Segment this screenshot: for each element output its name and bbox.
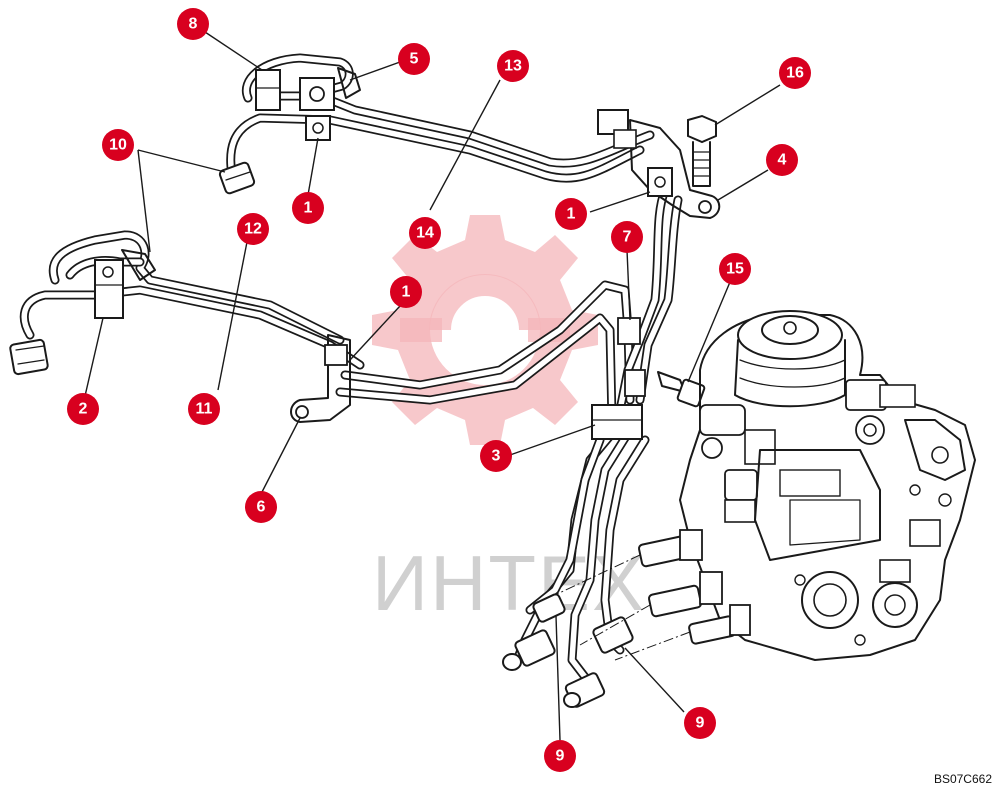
callout-leaders: [84, 29, 781, 741]
svg-text:1: 1: [567, 206, 576, 223]
watermark-text: ИНТЕХ: [372, 539, 646, 627]
bolt-15: [657, 371, 706, 408]
svg-text:2: 2: [79, 401, 88, 418]
svg-text:15: 15: [726, 261, 744, 278]
clamps-brackets: [94, 67, 721, 440]
callout-badge: 15: [719, 253, 751, 285]
callout-badge: 7: [611, 221, 643, 253]
svg-text:7: 7: [623, 229, 632, 246]
callout-badge: 10: [102, 129, 134, 161]
callout-badge: 11: [188, 393, 220, 425]
svg-text:16: 16: [786, 65, 804, 82]
callout-badge: 5: [398, 43, 430, 75]
callout-badge: 6: [245, 491, 277, 523]
svg-text:4: 4: [778, 152, 787, 169]
callout-badge: 1: [555, 198, 587, 230]
svg-text:6: 6: [257, 499, 266, 516]
callout-badge: 1: [292, 192, 324, 224]
svg-text:14: 14: [416, 225, 434, 242]
svg-text:13: 13: [504, 58, 522, 75]
callout-badge: 8: [177, 8, 209, 40]
svg-text:5: 5: [410, 51, 419, 68]
bolt-16: [687, 114, 717, 187]
svg-text:1: 1: [304, 200, 313, 217]
injection-pump: [554, 310, 976, 661]
svg-text:9: 9: [696, 715, 705, 732]
svg-text:1: 1: [402, 284, 411, 301]
callout-badge: 1: [390, 276, 422, 308]
document-code: BS07C662: [933, 772, 992, 786]
fuel-pipes: [9, 53, 683, 708]
callout-badge: 13: [497, 50, 529, 82]
svg-text:11: 11: [196, 401, 213, 418]
callout-badge: 14: [409, 217, 441, 249]
callout-badge: 4: [766, 144, 798, 176]
svg-text:10: 10: [109, 137, 127, 154]
callout-badge: 16: [779, 57, 811, 89]
callout-badge: 9: [684, 707, 716, 739]
callout-badge: 9: [544, 740, 576, 772]
callout-badge: 2: [67, 393, 99, 425]
callout-badge: 12: [237, 213, 269, 245]
svg-text:9: 9: [556, 748, 565, 765]
svg-text:8: 8: [189, 16, 198, 33]
svg-text:3: 3: [492, 448, 501, 465]
svg-text:12: 12: [244, 221, 262, 238]
callout-badge: 3: [480, 440, 512, 472]
